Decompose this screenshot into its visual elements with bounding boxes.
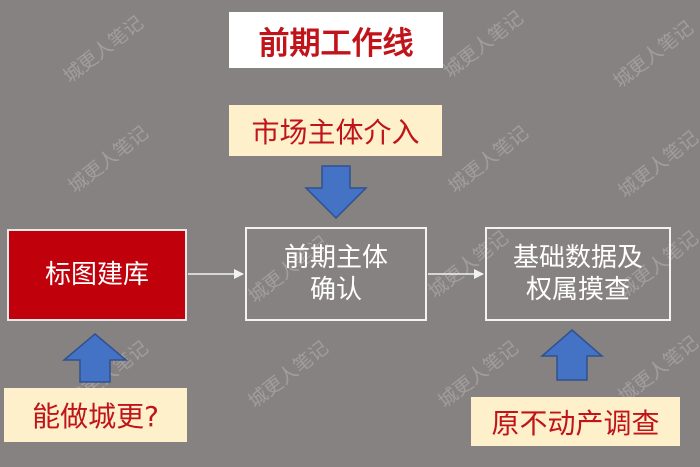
- step-box-data-survey: 基础数据及 权属摸查: [485, 227, 671, 321]
- step-label-line2: 确认: [309, 275, 362, 305]
- step-label-line2: 权属摸查: [525, 275, 630, 305]
- step-label-line1: 基础数据及: [512, 242, 643, 273]
- up-arrow-icon: [61, 333, 129, 383]
- up-arrow-icon: [539, 329, 605, 381]
- down-arrow-icon: [304, 165, 368, 220]
- callout-property-survey: 原不动产调查: [471, 397, 680, 446]
- callout-can-renew: 能做城更?: [4, 388, 187, 442]
- step-box-entity-confirm: 前期主体 确认: [245, 227, 427, 321]
- diagram-title: 前期工作线: [229, 12, 443, 68]
- step-label: 标图建库: [44, 259, 149, 290]
- callout-market-entity: 市场主体介入: [229, 105, 442, 156]
- step-box-mapping: 标图建库: [7, 229, 187, 321]
- step-label-line1: 前期主体: [283, 242, 388, 273]
